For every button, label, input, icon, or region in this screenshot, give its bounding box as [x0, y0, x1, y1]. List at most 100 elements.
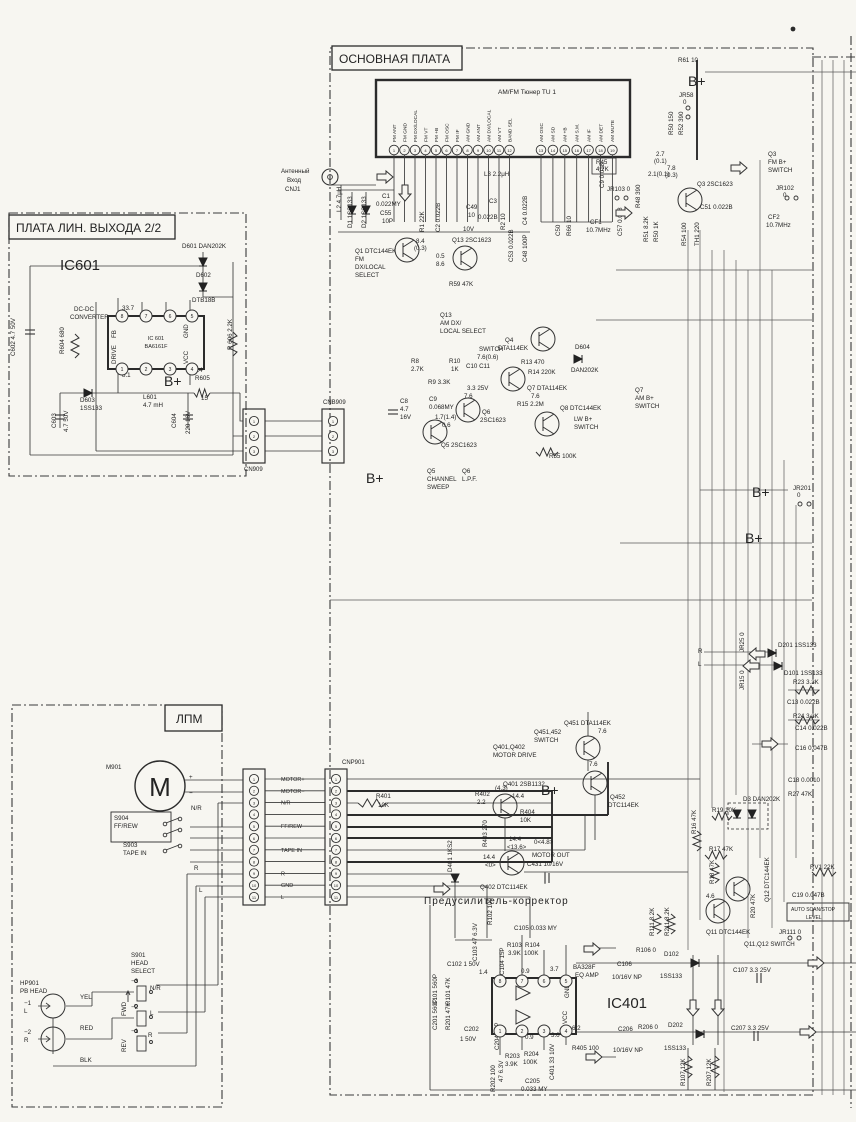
lbl-c19-0.047b: C19 0.047B — [792, 892, 825, 899]
tuner-pin-num-11: 11 — [497, 148, 502, 153]
tuner-pin-num-18: 18 — [598, 148, 603, 153]
tuner-pin-label-1: FM ANT — [392, 124, 398, 142]
flow-arrow — [742, 658, 760, 674]
transistor-q5 — [422, 419, 448, 445]
lbl-10k: 10K — [378, 802, 390, 809]
resistor-r211 — [665, 913, 677, 935]
lbl-dta114ek: DTA114EK — [498, 345, 529, 352]
lbl-1: −1 — [24, 1000, 32, 1007]
transistor-q401 — [492, 793, 518, 819]
flow-arrow — [685, 999, 701, 1017]
cnp901-pin-num-6: 6 — [335, 836, 338, 841]
lbl-r59-47k: R59 47K — [449, 281, 474, 288]
wires-center — [265, 184, 856, 1091]
lbl-ic601: IC601 — [60, 257, 100, 274]
lbl-2.7: 2.7 — [656, 151, 665, 158]
lbl-вход: Вход — [287, 177, 301, 184]
lbl-c9: C9 — [429, 396, 437, 403]
lbl-q401-2sb1132: Q401 2SB1132 — [503, 781, 545, 788]
lbl-1k: 1K — [451, 366, 459, 373]
lbl-local-select: LOCAL SELECT — [440, 328, 486, 335]
lbl-select: SELECT — [131, 968, 155, 975]
lpm-conn-pin-num-9: 9 — [253, 871, 256, 876]
cnp901-pin-3 — [330, 797, 342, 808]
lbl-switch: SWITCH — [635, 403, 659, 410]
cnp901-pin-6 — [330, 832, 342, 844]
lpm-conn-pin-label-5: FF/REW — [281, 824, 303, 830]
cn909-pin-2 — [248, 430, 260, 442]
lbl-r24-3.3k: R24 3.3K — [793, 713, 820, 720]
lbl-rv1-22k: RV1 22K — [810, 864, 836, 871]
lbl-cf2: CF2 — [768, 214, 780, 221]
tuner-pin-3 — [409, 144, 421, 156]
tuner-pin-num-4: 4 — [424, 148, 427, 153]
lbl-vcc: VCC — [183, 350, 190, 364]
lbl-r106-0: R106 0 — [636, 947, 657, 954]
lbl-eq-amp: EQ AMP — [575, 972, 599, 979]
diode-d201 — [767, 648, 778, 658]
lbl-gnd: GND — [183, 324, 190, 338]
capacitor-c207 — [753, 1031, 759, 1041]
lbl-10p: 10P — [382, 218, 393, 225]
lineout-board-titlebox — [8, 214, 176, 240]
lbl-d604: D604 — [575, 344, 590, 351]
cnp901-pin-9 — [330, 868, 342, 879]
flow-arrow — [748, 646, 766, 662]
ic601-part-line1: IC 601 — [148, 336, 164, 342]
jumper-jr103 — [614, 195, 629, 201]
diode-d401 — [450, 873, 460, 884]
ic601-block — [107, 315, 205, 370]
lpm-board-titlebox — [164, 704, 223, 732]
tuner-pin-label-12: BAND SEL — [507, 118, 513, 142]
antenna-jack-pin — [327, 174, 333, 180]
lbl-антенный: Антенный — [281, 168, 310, 175]
lbl-c8: C8 — [400, 398, 408, 405]
lbl-yel: YEL — [80, 994, 92, 1001]
resistor-rv1 — [811, 866, 837, 878]
lineout-board-title: ПЛАТА ЛИН. ВЫХОДА 2/2 — [16, 221, 161, 235]
cnp901-pin-num-8: 8 — [335, 859, 338, 864]
ic601-pin-2 — [139, 362, 153, 376]
lbl-blk: BLK — [80, 1057, 93, 1064]
tuner-pin-num-1: 1 — [393, 148, 396, 153]
lbl-b+: B+ — [541, 782, 559, 798]
lbl-8.1: 8.1 — [122, 372, 131, 379]
lbl-c18-0.0010: C18 0.0010 — [788, 777, 821, 784]
diode-d202 — [695, 1029, 706, 1039]
lbl-d101-1ss133: D101 1SS133 — [784, 670, 823, 677]
lpm-conn-body — [242, 768, 266, 906]
lbl-1ss133: 1SS133 — [660, 973, 683, 980]
lbl-r: R — [24, 1037, 29, 1044]
cnb909-pin-2 — [327, 430, 339, 442]
lbl-0.022b: 0.022B — [478, 214, 498, 221]
cnp901-pin-4 — [330, 809, 342, 820]
cnp901-body — [324, 768, 348, 906]
lbl-7.6: 7.6 — [598, 728, 607, 735]
lbl-0.6: 0.6 — [442, 422, 451, 429]
lbl-0.033-my: 0.033 MY — [521, 1086, 547, 1093]
lbl-lw-b+: LW B+ — [574, 416, 593, 423]
lpm-conn-pin-num-10: 10 — [252, 883, 257, 888]
lbl-c107-3.3-25v: C107 3.3 25V — [733, 967, 772, 974]
lbl-r: R — [698, 648, 703, 655]
lbl-c104-15p: C104 15P — [499, 947, 506, 975]
transistor-q13a — [452, 245, 478, 271]
lbl-8.4: 8.4 — [194, 367, 203, 374]
lbl-+: + — [189, 774, 193, 781]
lbl-10/16v-np: 10/16V NP — [612, 974, 642, 981]
ic601-pin-num-5: 5 — [191, 314, 194, 320]
ic601-pin-num-4: 4 — [191, 367, 194, 373]
lbl-r16-47k: R16 47K — [691, 809, 698, 834]
lbl-q13-2sc1623: Q13 2SC1623 — [452, 237, 492, 244]
lbl-r102-100: R102 100 — [487, 898, 494, 925]
head-arrows — [38, 1002, 51, 1043]
ic401-pin-4 — [559, 1024, 573, 1038]
lbl-2: −2 — [131, 1004, 139, 1011]
lbl-b+: B+ — [164, 373, 182, 389]
cnp901-pin-7 — [330, 844, 342, 855]
lbl-c206: C206 — [618, 1026, 633, 1033]
lbl-r50-150: R50 150 — [668, 111, 675, 135]
main-board-title: ОСНОВНАЯ ПЛАТА — [339, 52, 450, 66]
lbl-4.7-50v: 4.7 50V — [63, 410, 70, 432]
opamp-b-symbol — [515, 1009, 532, 1025]
